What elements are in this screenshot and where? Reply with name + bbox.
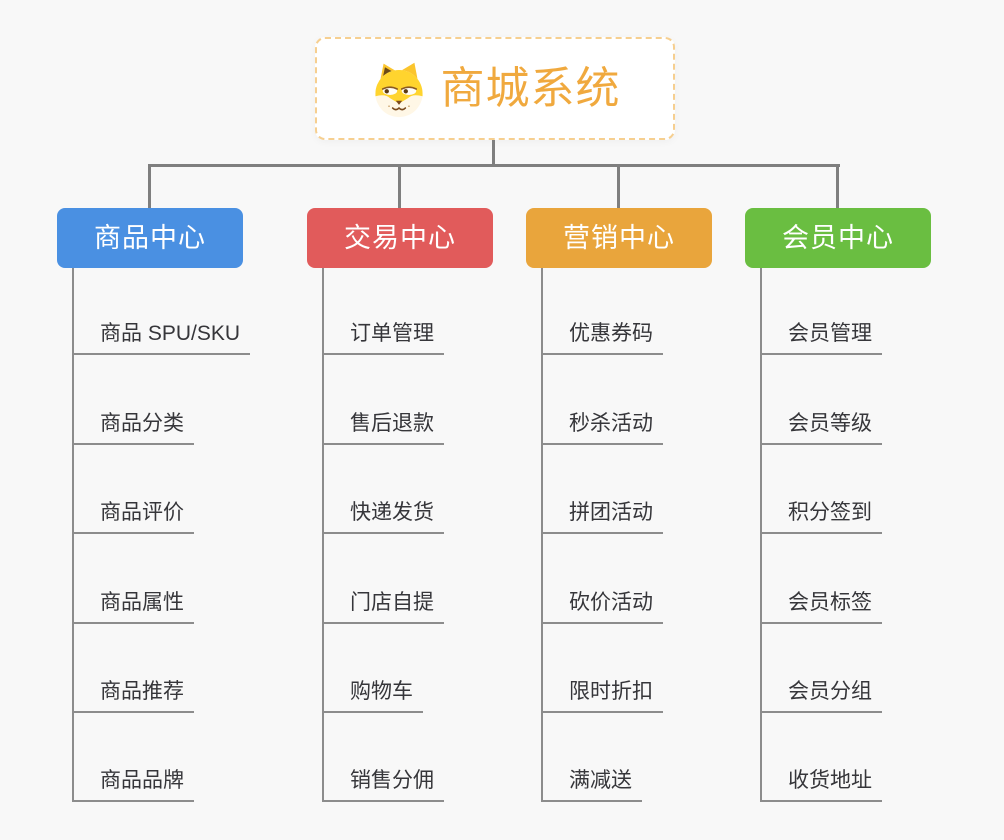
subtopic[interactable]: 会员分组	[760, 675, 882, 713]
branch-subtree-line	[322, 268, 324, 802]
branch-column: 营销中心优惠券码秒杀活动拼团活动砍价活动限时折扣满减送	[526, 208, 776, 818]
subtopic[interactable]: 优惠券码	[541, 317, 663, 355]
subtopic[interactable]: 门店自提	[322, 586, 444, 624]
root-topic-label: 商城系统	[440, 63, 621, 113]
subtopic[interactable]: 销售分佣	[322, 764, 444, 802]
subtopic[interactable]: 商品 SPU/SKU	[72, 317, 251, 355]
branch-topic[interactable]: 交易中心	[307, 208, 493, 268]
subtopic[interactable]: 订单管理	[322, 317, 444, 355]
subtopic[interactable]: 购物车	[322, 675, 423, 713]
subtopic[interactable]: 商品推荐	[72, 675, 194, 713]
branch-topic[interactable]: 会员中心	[745, 208, 931, 268]
subtopic[interactable]: 售后退款	[322, 407, 444, 445]
subtopic[interactable]: 收货地址	[760, 764, 882, 802]
subtopic[interactable]: 秒杀活动	[541, 407, 663, 445]
branch-column: 会员中心会员管理会员等级积分签到会员标签会员分组收货地址	[745, 208, 995, 818]
subtopic[interactable]: 会员管理	[760, 317, 882, 355]
branch-topic[interactable]: 营销中心	[526, 208, 712, 268]
branch-topic[interactable]: 商品中心	[57, 208, 243, 268]
subtopic[interactable]: 砍价活动	[541, 586, 663, 624]
branch-subtree-line	[541, 268, 543, 802]
subtopic[interactable]: 商品品牌	[72, 764, 194, 802]
subtopic[interactable]: 商品评价	[72, 496, 194, 534]
connector-branch-drop	[836, 166, 839, 210]
root-topic[interactable]: 商城系统	[315, 37, 675, 140]
branch-subtree-line	[760, 268, 762, 802]
subtopic[interactable]: 快递发货	[322, 496, 444, 534]
subtopic[interactable]: 商品分类	[72, 407, 194, 445]
subtopic[interactable]: 拼团活动	[541, 496, 663, 534]
branch-column: 商品中心商品 SPU/SKU 商品分类商品评价商品属性商品推荐商品品牌	[57, 208, 307, 818]
branch-subtree-line	[72, 268, 74, 802]
subtopic[interactable]: 积分签到	[760, 496, 882, 534]
connector-horizontal-rail	[148, 164, 840, 167]
subtopic[interactable]: 限时折扣	[541, 675, 663, 713]
dog-face-icon	[374, 62, 423, 117]
connector-root-stem	[492, 140, 495, 166]
subtopic[interactable]: 商品属性	[72, 586, 194, 624]
connector-branch-drop	[148, 166, 151, 210]
branch-column: 交易中心订单管理售后退款快递发货门店自提购物车销售分佣	[307, 208, 557, 818]
connector-branch-drop	[617, 166, 620, 210]
subtopic[interactable]: 会员等级	[760, 407, 882, 445]
subtopic[interactable]: 满减送	[541, 764, 642, 802]
connector-branch-drop	[398, 166, 401, 210]
subtopic[interactable]: 会员标签	[760, 586, 882, 624]
